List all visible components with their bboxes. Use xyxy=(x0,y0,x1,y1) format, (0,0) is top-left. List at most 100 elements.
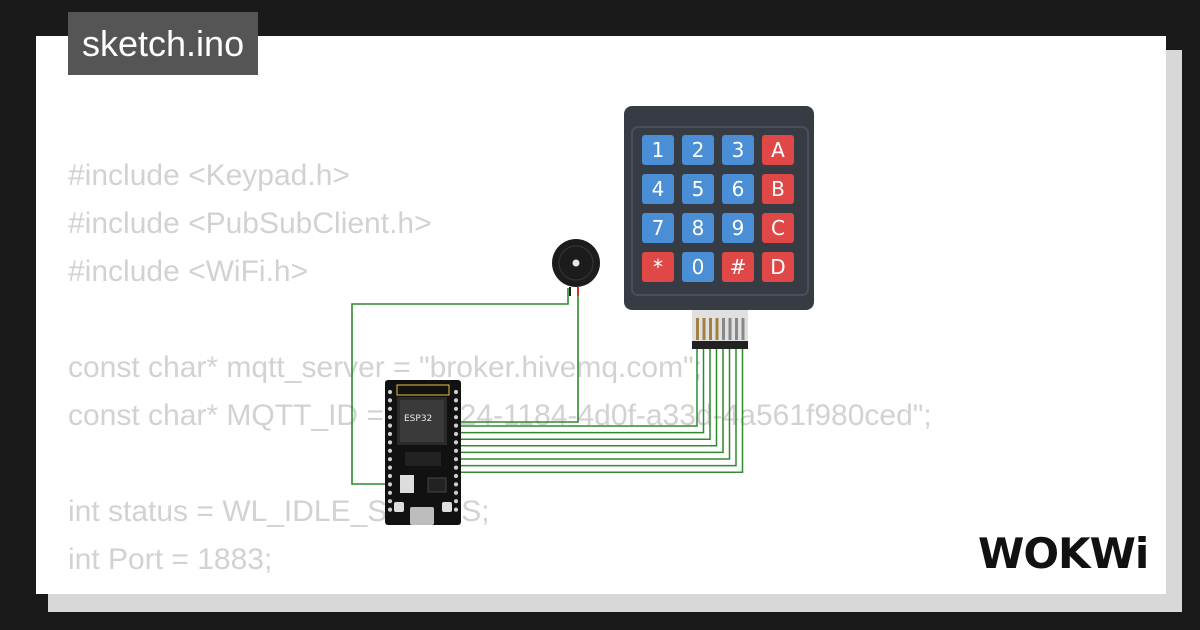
keypad-key[interactable]: 7 xyxy=(642,213,674,243)
esp32-regulator xyxy=(400,475,414,493)
keypad-key-label: B xyxy=(771,177,785,201)
keypad-key-cap xyxy=(642,213,674,243)
esp32-pin xyxy=(453,440,459,445)
keypad-key-label: A xyxy=(771,138,785,162)
keypad-key-cap xyxy=(722,213,754,243)
esp32-pin xyxy=(387,473,393,479)
buzzer[interactable] xyxy=(552,239,600,296)
code-line: const char* mqtt_server = "broker.hivemq… xyxy=(68,351,703,384)
code-line: #include <WiFi.h> xyxy=(68,255,309,288)
keypad-key-label: 0 xyxy=(692,255,705,279)
esp32-pin xyxy=(387,389,393,395)
esp32-pin xyxy=(453,507,459,512)
keypad-wire[interactable] xyxy=(460,348,737,467)
keypad-connector-pins xyxy=(696,318,745,340)
wokwi-logo: WOKWi xyxy=(978,529,1149,578)
esp32-pin xyxy=(453,473,459,479)
esp32-antenna xyxy=(396,384,450,396)
esp32-usb-chip xyxy=(427,477,447,493)
keypad-key[interactable]: B xyxy=(762,174,794,204)
esp32-pin-headers xyxy=(387,389,459,512)
keypad-key-cap xyxy=(762,252,794,282)
keypad-key[interactable]: C xyxy=(762,213,794,243)
keypad-key[interactable]: 2 xyxy=(682,135,714,165)
esp32-label: ESP32 xyxy=(404,414,432,424)
esp32-chip xyxy=(405,452,441,466)
esp32-pin xyxy=(387,507,393,512)
keypad-key[interactable]: # xyxy=(722,252,754,282)
keypad-wire[interactable] xyxy=(460,348,711,440)
keypad-connector-header xyxy=(692,341,748,349)
keypad-key-cap xyxy=(682,213,714,243)
keypad-key[interactable]: 5 xyxy=(682,174,714,204)
keypad-key-label: 7 xyxy=(652,216,665,240)
keypad-key[interactable]: 8 xyxy=(682,213,714,243)
keypad-key-label: C xyxy=(771,216,785,240)
keypad-wire[interactable] xyxy=(460,348,705,434)
esp32-pin xyxy=(453,389,459,395)
esp32-pin xyxy=(453,457,459,462)
esp32-shield xyxy=(400,400,444,442)
keypad-wire[interactable] xyxy=(460,348,698,427)
keypad-key-label: 9 xyxy=(732,216,745,240)
esp32-pin xyxy=(453,431,459,437)
esp32-pin xyxy=(387,440,393,445)
keypad-key-label: 2 xyxy=(692,138,705,162)
keypad-key-label: 8 xyxy=(692,216,705,240)
keypad-pin xyxy=(728,318,732,340)
preview-card: #include <Keypad.h>#include <PubSubClien… xyxy=(36,36,1166,594)
keypad-key-cap xyxy=(642,252,674,282)
keypad-key[interactable]: 4 xyxy=(642,174,674,204)
logo-text: WOKWi xyxy=(978,529,1148,578)
keypad-key[interactable]: 3 xyxy=(722,135,754,165)
file-tab[interactable]: sketch.ino xyxy=(68,12,259,75)
esp32-pin xyxy=(453,482,459,487)
keypad-key-cap xyxy=(682,135,714,165)
keypad-key-cap xyxy=(762,213,794,243)
esp32-pin xyxy=(387,499,393,504)
esp32-pin xyxy=(453,465,459,470)
keypad-wire[interactable] xyxy=(460,348,744,473)
keypad-pin xyxy=(715,318,719,340)
esp32-pin xyxy=(453,398,459,403)
keypad-pin xyxy=(722,318,725,340)
esp32-boot-button[interactable] xyxy=(442,502,452,512)
keypad-key-label: # xyxy=(730,255,747,279)
esp32-pin xyxy=(453,415,459,420)
keypad-key-label: 4 xyxy=(652,177,665,201)
keypad-key[interactable]: 6 xyxy=(722,174,754,204)
keypad-key[interactable]: 9 xyxy=(722,213,754,243)
esp32-pin xyxy=(387,423,393,428)
esp32-en-button[interactable] xyxy=(394,502,404,512)
keypad-wires xyxy=(460,348,744,473)
esp32-pin xyxy=(387,482,393,487)
keypad-key[interactable]: * xyxy=(642,252,674,282)
keypad-key-label: 3 xyxy=(732,138,745,162)
esp32-pin xyxy=(387,415,393,420)
keypad-key[interactable]: A xyxy=(762,135,794,165)
esp32-board[interactable]: ESP32 xyxy=(385,380,461,525)
buzzer-signal-wire[interactable] xyxy=(460,288,579,423)
keypad-wire[interactable] xyxy=(460,348,718,447)
buzzer-ring xyxy=(558,245,594,281)
keypad-key-cap xyxy=(642,174,674,204)
keypad-key[interactable]: D xyxy=(762,252,794,282)
buzzer-wires xyxy=(351,288,579,485)
keypad-key[interactable]: 0 xyxy=(682,252,714,282)
keypad-key-cap xyxy=(722,174,754,204)
keypad-pin xyxy=(741,318,745,340)
code-line: #include <Keypad.h> xyxy=(68,159,350,192)
keypad-key-cap xyxy=(682,252,714,282)
esp32-pin xyxy=(453,406,459,411)
keypad-wire[interactable] xyxy=(460,348,724,454)
keypad-key-label: D xyxy=(770,255,785,279)
keypad-wire[interactable] xyxy=(460,348,731,460)
keypad-key-cap xyxy=(762,174,794,204)
buzzer-ground-wire[interactable] xyxy=(351,288,569,485)
keypad-key[interactable]: 1 xyxy=(642,135,674,165)
keypad-key-cap xyxy=(682,174,714,204)
keypad-key-label: * xyxy=(653,255,663,279)
esp32-pin xyxy=(453,490,459,495)
